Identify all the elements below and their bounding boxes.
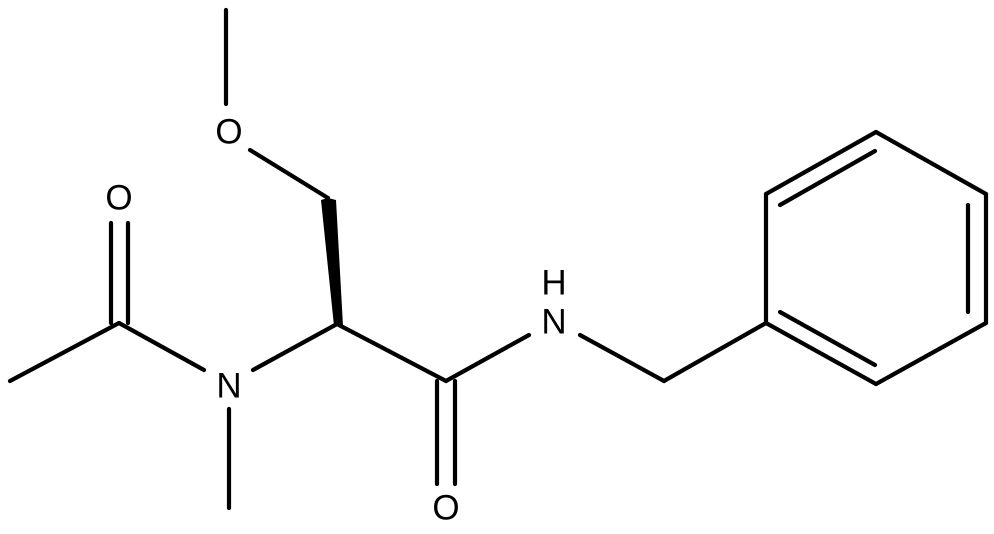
bond-n-alpha	[250, 321, 340, 373]
bond-nh-ch2	[577, 332, 667, 384]
atom-n-amide-methyl: N	[216, 367, 241, 406]
ring-inner-bond-3	[777, 309, 878, 368]
ring-inner-bond-1	[777, 148, 878, 208]
bond-o-ch2	[247, 147, 331, 201]
bond-amide-c-nh	[443, 332, 532, 384]
bond-alpha-amide-c	[334, 321, 449, 384]
bond-ch2-ring	[661, 320, 769, 384]
ring-bond-2	[763, 129, 879, 197]
atom-o-amide: O	[432, 489, 459, 528]
bond-acetyl-ch3-c	[7, 320, 122, 384]
bond-acetyl-c-n	[116, 320, 207, 373]
ring-bond-5	[873, 320, 989, 387]
atom-o-methoxy: O	[215, 113, 242, 152]
atom-h-benzyl: H	[541, 264, 566, 303]
wedge-bond-ch2-alpha	[321, 198, 343, 326]
ring-bond-3	[873, 129, 989, 197]
atom-n-benzyl: N	[541, 303, 566, 342]
atom-o-acetyl: O	[105, 179, 132, 218]
ring-bond-6	[763, 320, 879, 387]
